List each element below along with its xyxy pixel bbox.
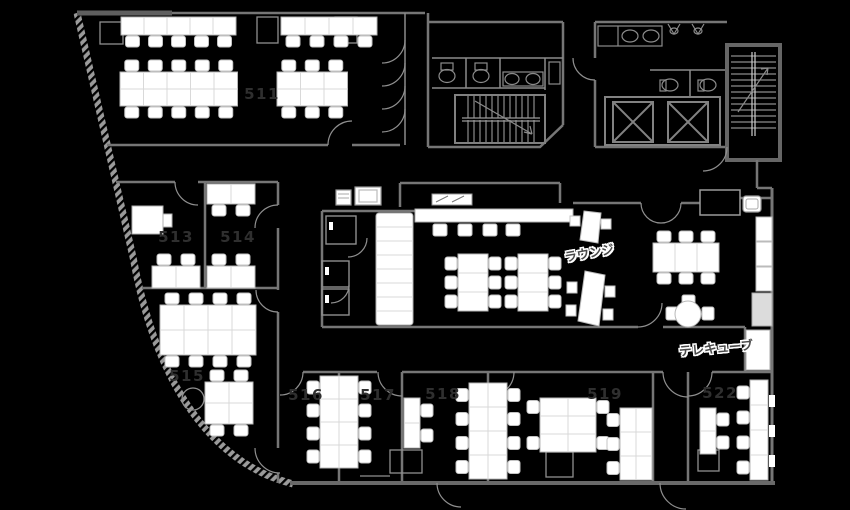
room-label-515: 515 [169, 367, 205, 385]
elevator-bank [604, 96, 721, 146]
desk-cluster [455, 382, 521, 480]
room-label-511: 511 [244, 85, 280, 103]
telecube-booth [745, 329, 771, 371]
round-table-515 [181, 387, 205, 411]
desk-cluster [403, 397, 434, 449]
desk-cluster [504, 253, 562, 312]
desk-cluster [606, 407, 653, 481]
room-label-517: 517 [360, 386, 396, 404]
room-label-519: 519 [587, 385, 623, 403]
toilet-fixtures-right [597, 23, 717, 92]
desk-cluster [444, 253, 502, 312]
desk-cluster [151, 253, 201, 289]
room-label-522: 522 [702, 384, 738, 402]
desk-cluster [652, 230, 720, 285]
reception-window [431, 193, 473, 206]
desk-cluster [276, 59, 348, 119]
desk-cluster [526, 397, 610, 453]
desk-cluster [736, 379, 769, 481]
room-label-516: 516 [288, 386, 324, 404]
room-label-513: 513 [158, 228, 194, 246]
desk-513 [131, 205, 173, 235]
desk-cluster [206, 183, 256, 217]
shelves-right [751, 216, 773, 327]
printer-icons [335, 186, 382, 206]
standing-tables [565, 210, 616, 327]
desk-cluster [119, 59, 238, 119]
round-table-lounge [665, 294, 715, 328]
walls-layer [77, 10, 782, 485]
doors-layer [174, 39, 728, 510]
counter [414, 208, 574, 237]
desk-cluster [280, 16, 378, 48]
desk-cluster [306, 375, 372, 469]
phone-booths [321, 215, 357, 316]
stairs-main [454, 94, 546, 144]
kitchenette [699, 189, 762, 216]
stairs-right [731, 52, 776, 136]
desk-cluster [206, 253, 256, 289]
low-partitions [360, 449, 720, 478]
sofa [375, 212, 414, 326]
exterior-hatched-wall [73, 12, 294, 488]
toilet-fixtures-center [438, 61, 561, 87]
desk-cluster [120, 16, 237, 48]
window-slots [769, 395, 775, 467]
room-label-514: 514 [220, 228, 256, 246]
desk-cluster [204, 369, 254, 437]
desk-cluster [159, 292, 257, 368]
furniture-layer [119, 16, 769, 481]
room-label-518: 518 [425, 385, 461, 403]
desk-cluster [699, 407, 730, 455]
